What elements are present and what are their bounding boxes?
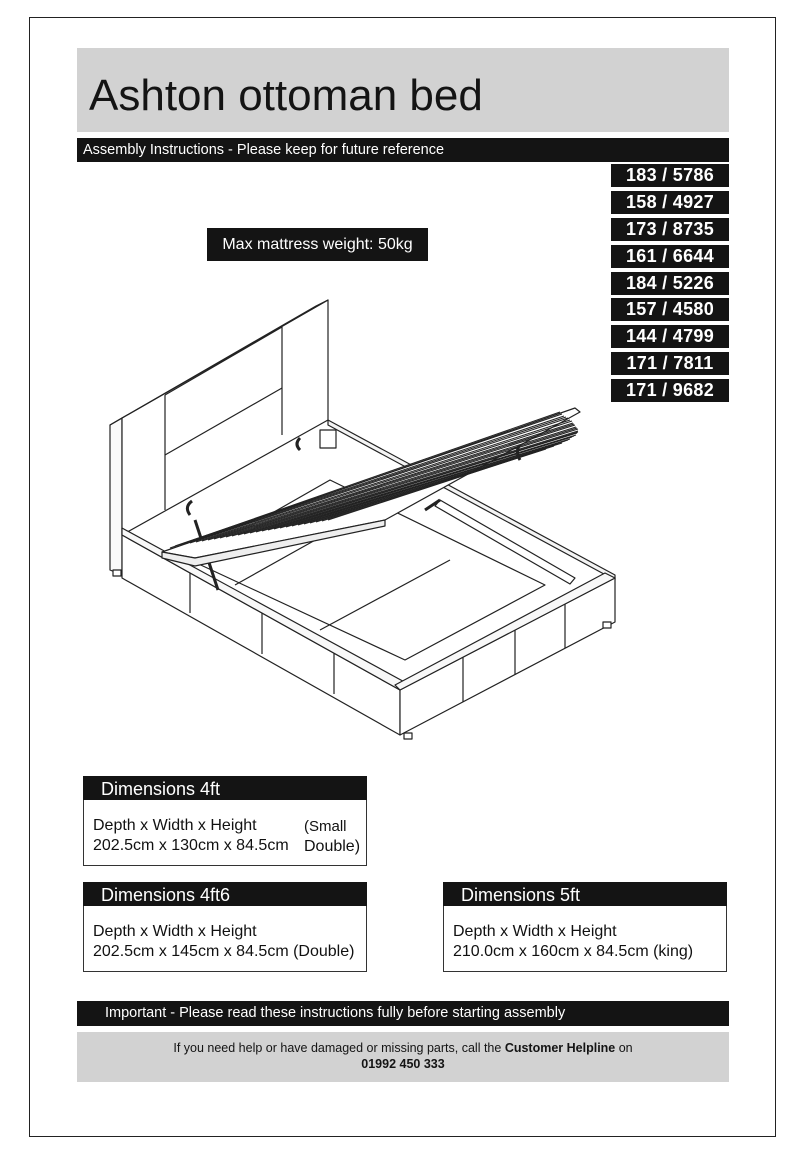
product-code: 171 / 9682 [611,379,729,402]
product-code: 183 / 5786 [611,164,729,187]
title-banner: Ashton ottoman bed [77,48,729,132]
dimensions-5ft-card: Dimensions 5ft Depth x Width x Height 21… [443,882,727,972]
important-banner: Important - Please read these instructio… [77,1001,729,1026]
dimensions-4ft-heading: Dimensions 4ft [83,776,367,800]
dimensions-5ft-heading: Dimensions 5ft [443,882,727,906]
dimension-values: 202.5cm x 145cm x 84.5cm (Double) [93,943,355,960]
subtitle: Assembly Instructions - Please keep for … [83,142,445,158]
bed-illustration [109,299,616,740]
helpline-label: Customer Helpline [504,1041,616,1055]
important-notice: Important - Please read these instructio… [105,1005,566,1021]
dimensions-5ft-body: Depth x Width x Height 210.0cm x 160cm x… [443,906,727,972]
subtitle-banner: Assembly Instructions - Please keep for … [77,138,729,162]
dimension-values: 210.0cm x 160cm x 84.5cm (king) [453,943,694,960]
dimensions-4ft-card: Dimensions 4ft Depth x Width x Height 20… [83,776,367,866]
product-code: 184 / 5226 [611,272,729,295]
product-code: 158 / 4927 [611,191,729,214]
product-code: 173 / 8735 [611,218,729,241]
dimension-labels: Depth x Width x Height [93,817,257,834]
size-note: Double) [304,838,361,855]
product-code: 161 / 6644 [611,245,729,268]
helpline-phone: 01992 450 333 [361,1057,445,1071]
max-weight-label: Max mattress weight: 50kg [207,228,428,261]
dimensions-4ft-body: Depth x Width x Height 202.5cm x 130cm x… [83,800,367,866]
dimensions-4ft6-heading: Dimensions 4ft6 [83,882,367,906]
size-note: (Small [304,818,347,835]
help-box: If you need help or have damaged or miss… [77,1032,729,1082]
dimensions-4ft6-body: Depth x Width x Height 202.5cm x 145cm x… [83,906,367,972]
product-code: 171 / 7811 [611,352,729,375]
page-title: Ashton ottoman bed [89,71,483,120]
dimension-labels: Depth x Width x Height [453,923,617,940]
dimensions-4ft6-card: Dimensions 4ft6 Depth x Width x Height 2… [83,882,367,972]
dimension-labels: Depth x Width x Height [93,923,257,940]
help-text: If you need help or have damaged or miss… [173,1041,633,1055]
page-border [29,17,776,1137]
product-code: 157 / 4580 [611,298,729,321]
product-code: 144 / 4799 [611,325,729,348]
dimension-values: 202.5cm x 130cm x 84.5cm [93,837,289,854]
